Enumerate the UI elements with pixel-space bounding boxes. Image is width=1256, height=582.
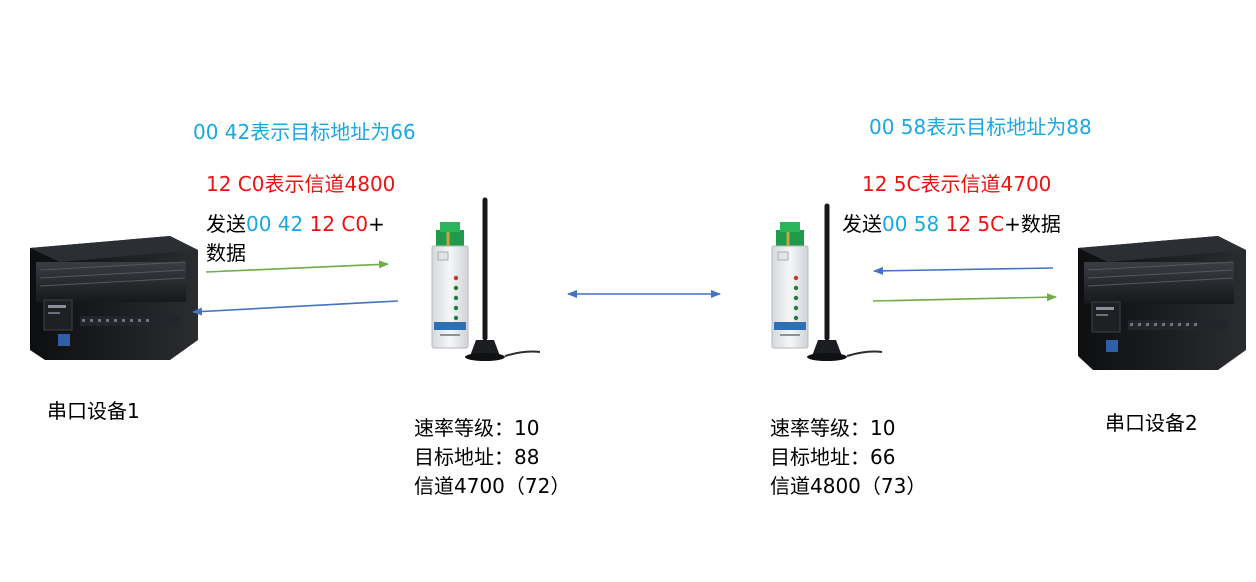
right-send-line: 发送00 58 12 5C+数据 <box>842 211 1061 238</box>
right-plc-device-icon <box>1078 236 1246 370</box>
left-spec-rate: 速率等级：10 <box>414 416 540 440</box>
right-device-label: 串口设备2 <box>1105 411 1198 435</box>
left-send-prefix: 发送 <box>206 212 246 236</box>
left-spec-target: 目标地址：88 <box>414 445 540 469</box>
left-send-address: 00 42 <box>246 212 304 236</box>
left-address-explanation: 00 42表示目标地址为66 <box>193 120 416 144</box>
left-send-plus: + <box>368 212 385 236</box>
right-send-arrow <box>872 293 1057 302</box>
left-send-data: 数据 <box>206 241 246 265</box>
right-send-address: 00 58 <box>882 212 940 236</box>
left-spec-channel: 信道4700（72） <box>414 474 571 498</box>
right-spec-channel: 信道4800（73） <box>770 474 927 498</box>
right-lora-radio-module-icon <box>771 203 883 361</box>
left-send-channel: 12 C0 <box>309 212 369 236</box>
right-send-channel: 12 5C <box>945 212 1005 236</box>
left-plc-device-icon <box>30 236 198 360</box>
right-send-prefix: 发送 <box>842 212 882 236</box>
right-spec-rate: 速率等级：10 <box>770 416 896 440</box>
right-channel-explanation: 12 5C表示信道4700 <box>862 172 1052 196</box>
right-spec-target: 目标地址：66 <box>770 445 896 469</box>
right-send-tail: +数据 <box>1004 212 1061 236</box>
left-channel-explanation: 12 C0表示信道4800 <box>206 172 396 196</box>
left-device-label: 串口设备1 <box>47 399 140 423</box>
right-return-arrow <box>873 266 1054 275</box>
left-lora-radio-module-icon <box>431 197 541 361</box>
left-send-line: 发送00 42 12 C0+ <box>206 211 385 238</box>
left-send-arrow <box>205 260 389 273</box>
right-address-explanation: 00 58表示目标地址为88 <box>869 115 1092 139</box>
left-return-arrow <box>192 300 399 316</box>
